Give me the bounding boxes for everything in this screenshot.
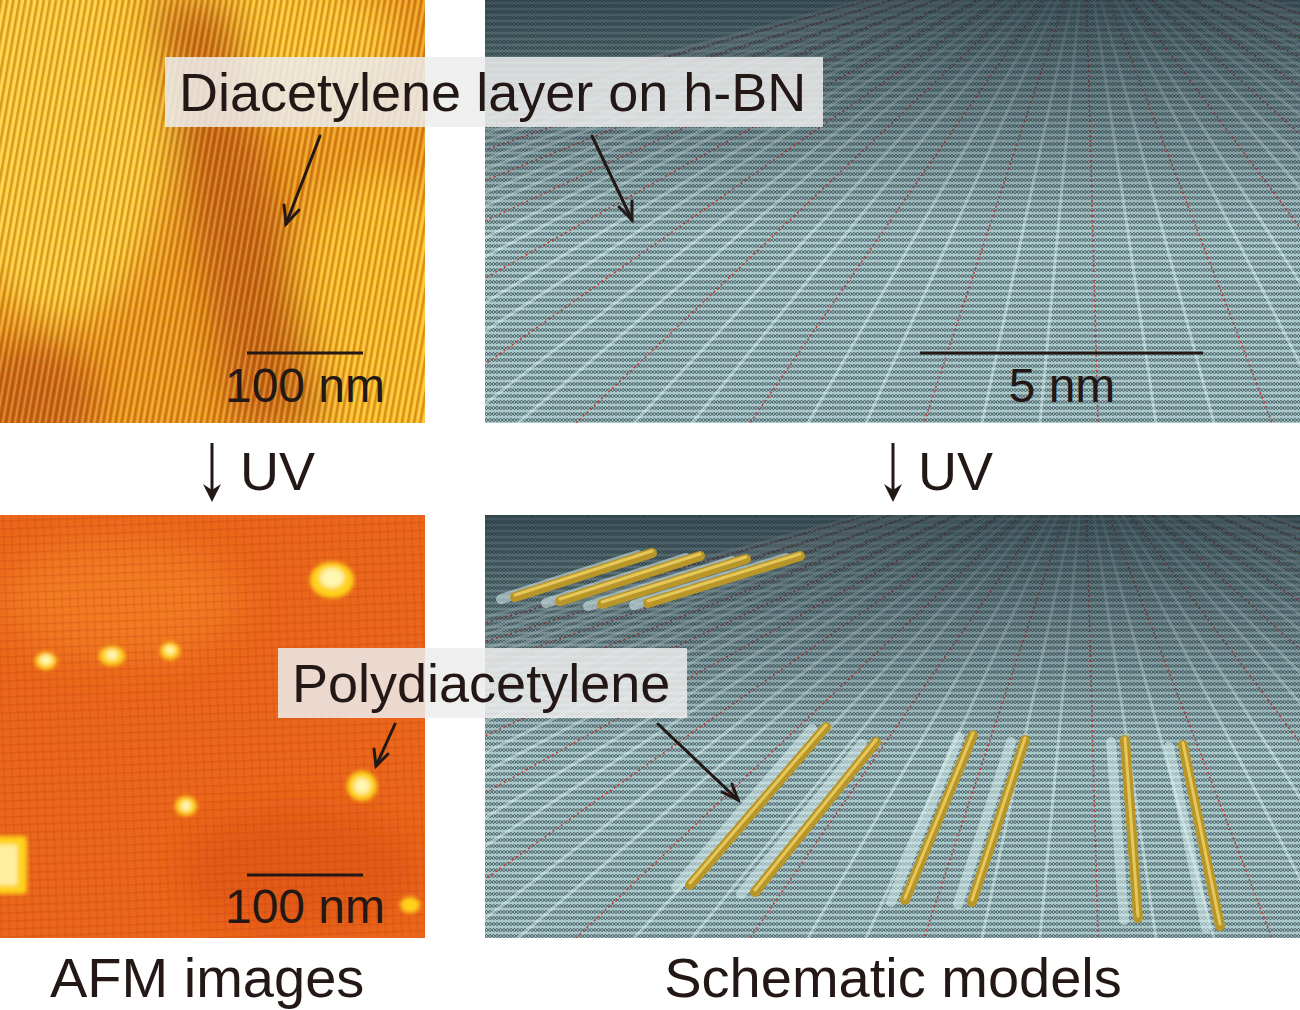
scale-label: 5 nm xyxy=(1009,362,1116,410)
schematic-before xyxy=(485,0,1300,423)
callout-box: Diacetylene layer on h-BN xyxy=(165,57,823,127)
rod-highlight xyxy=(648,554,800,601)
polydiacetylene-rods xyxy=(501,551,1220,928)
rod xyxy=(648,556,800,603)
rod-highlight xyxy=(755,740,876,890)
leader-arrows xyxy=(284,136,738,800)
scale-label: 100 nm xyxy=(225,362,385,410)
rod-highlight xyxy=(1125,738,1138,916)
rod-track xyxy=(1111,742,1124,920)
callout-box: Polydiacetylene xyxy=(278,648,687,718)
molecular-rows xyxy=(485,515,1300,938)
hbn-lattice xyxy=(485,515,1300,938)
rod-highlight xyxy=(690,725,826,883)
scale-label: 100 nm xyxy=(225,883,385,931)
rod-track xyxy=(891,737,959,902)
afm-image-after xyxy=(0,515,425,938)
uv-arrow xyxy=(884,443,902,502)
polydiacetylene-domains xyxy=(0,562,420,913)
rod-highlight xyxy=(972,738,1025,900)
panel-caption: AFM images xyxy=(50,950,364,1006)
scale-bar xyxy=(920,352,1203,355)
afm-streaks xyxy=(0,515,425,938)
rod-track xyxy=(676,729,812,887)
uv-arrow xyxy=(203,443,221,502)
scale-bar xyxy=(247,352,363,355)
depth-shading xyxy=(485,515,1300,938)
molecular-rows xyxy=(485,0,1300,423)
schematic-after xyxy=(485,515,1300,938)
afm-ground xyxy=(0,515,425,938)
panel-caption: Schematic models xyxy=(664,950,1122,1006)
scale-bar xyxy=(247,874,363,877)
callout-label: Diacetylene layer on h-BN xyxy=(179,65,809,119)
callout-label: Polydiacetylene xyxy=(292,656,673,710)
rod-highlight xyxy=(1183,743,1220,924)
uv-label: UV xyxy=(240,444,315,498)
uv-label: UV xyxy=(918,444,993,498)
rod-track xyxy=(741,744,862,894)
